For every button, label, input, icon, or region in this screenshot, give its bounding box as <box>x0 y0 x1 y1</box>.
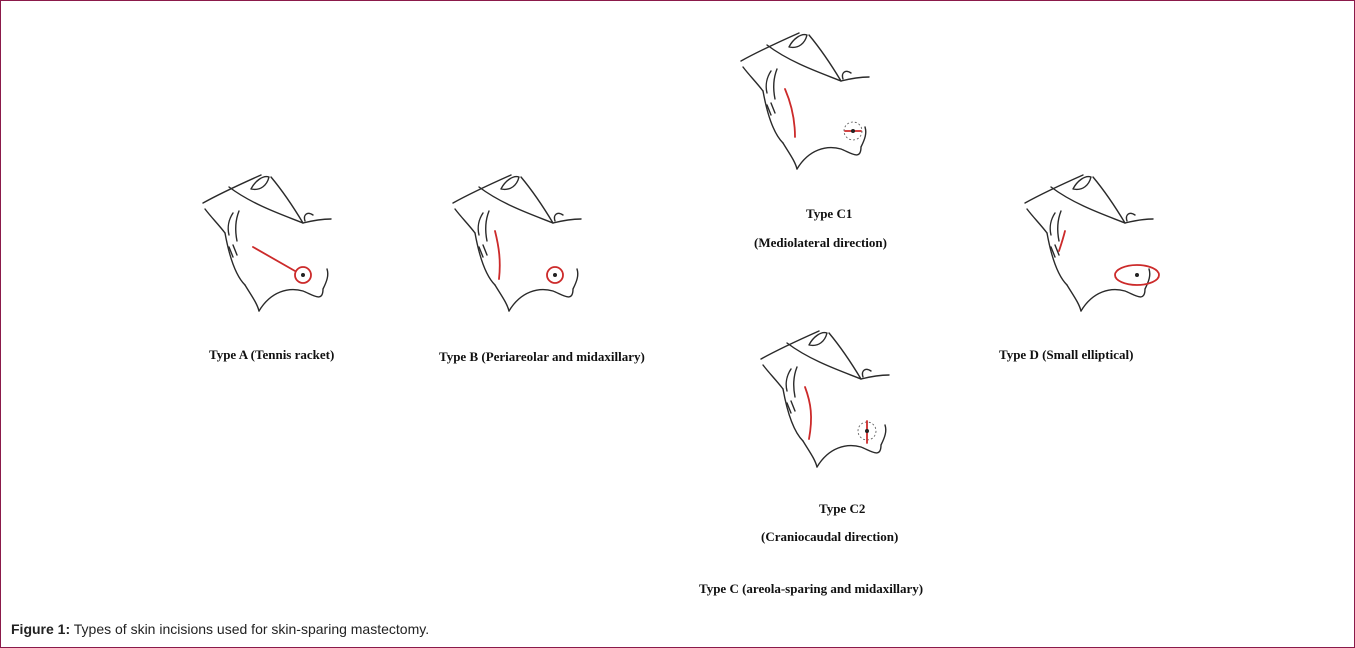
type-b-drawing <box>453 175 581 311</box>
incision-diagram <box>191 23 1183 603</box>
type-c2-sublabel: (Craniocaudal direction) <box>761 529 898 545</box>
type-d-drawing <box>1025 175 1159 311</box>
type-c1-sublabel: (Mediolateral direction) <box>754 235 887 251</box>
figure-caption: Figure 1: Types of skin incisions used f… <box>11 621 429 637</box>
figure-caption-text: Types of skin incisions used for skin-sp… <box>70 621 429 637</box>
type-c1-label: Type C1 <box>806 206 852 222</box>
type-b-label: Type B (Periareolar and midaxillary) <box>439 349 645 365</box>
figure-caption-label: Figure 1: <box>11 621 70 637</box>
figure-panel: Type A (Tennis racket) Type B (Periareol… <box>191 23 1183 603</box>
type-c2-label: Type C2 <box>819 501 865 517</box>
type-a-drawing <box>203 175 331 311</box>
type-d-label: Type D (Small elliptical) <box>999 347 1133 363</box>
type-c1-drawing <box>741 33 869 169</box>
type-a-label: Type A (Tennis racket) <box>209 347 334 363</box>
type-c-group-label: Type C (areola-sparing and midaxillary) <box>699 581 923 597</box>
type-c2-drawing <box>761 331 889 467</box>
